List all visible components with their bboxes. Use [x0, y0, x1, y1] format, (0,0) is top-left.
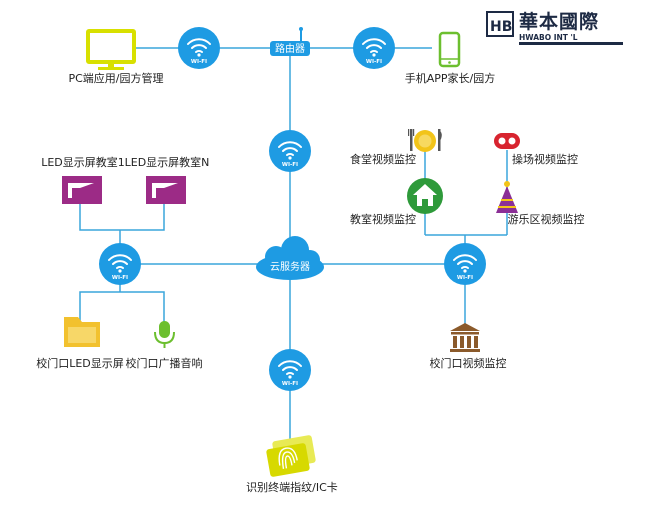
- wifi-icon: [187, 38, 211, 53]
- classroom-node[interactable]: 教室视频监控: [350, 178, 443, 226]
- id-terminal-node[interactable]: 识别终端指纹/IC卡: [246, 435, 338, 494]
- router-antenna-tip: [299, 27, 303, 31]
- wifi-badge-text: WI-FI: [457, 275, 473, 281]
- pc-label: PC端应用/园方管理: [68, 71, 163, 85]
- gate-audio-node[interactable]: 校门口广播音响: [126, 321, 203, 370]
- wifi-badge-text: WI-FI: [282, 381, 298, 387]
- wifi-badge-text: WI-FI: [112, 275, 128, 281]
- logo-mark-text: HB: [490, 19, 512, 35]
- led-panel-icon: [62, 176, 102, 204]
- cloud-server-node[interactable]: 云服务器: [256, 236, 324, 280]
- led-room-n-node[interactable]: LED显示屏教室N: [125, 155, 210, 204]
- logo-mark-icon: [486, 11, 514, 37]
- phone-icon: [438, 31, 461, 68]
- wifi-badge-text: WI-FI: [282, 162, 298, 168]
- router-label: 路由器: [275, 42, 305, 55]
- wifi-icon: [362, 38, 386, 53]
- wifi-icon: [278, 360, 302, 375]
- cloud-label: 云服务器: [270, 260, 310, 273]
- canteen-label: 食堂视频监控: [350, 152, 416, 166]
- canteen-node[interactable]: 食堂视频监控: [350, 129, 442, 166]
- party-hat-icon: [496, 181, 518, 213]
- logo-underline: [519, 42, 623, 45]
- play-area-label: 游乐区视频监控: [508, 212, 585, 226]
- wifi-badge-right: WI-FI: [444, 243, 486, 285]
- led-room-n-label: LED显示屏教室N: [125, 155, 210, 169]
- fingerprint-card-icon: [266, 435, 316, 477]
- line-gate-bracket: [79, 291, 165, 322]
- wifi-badge-text: WI-FI: [366, 59, 382, 65]
- router-icon: [270, 41, 310, 56]
- led-room-1-label: LED显示屏教室1: [41, 155, 125, 169]
- monitor-icon: [86, 29, 136, 70]
- wifi-icon: [453, 254, 477, 269]
- house-icon: [407, 178, 443, 214]
- gate-video-label: 校门口视频监控: [430, 356, 507, 370]
- classroom-label: 教室视频监控: [350, 212, 416, 226]
- gate-audio-label: 校门口广播音响: [126, 356, 203, 370]
- plate-cutlery-icon: [408, 129, 442, 152]
- led-panel-icon: [146, 176, 186, 204]
- wifi-badge-top-left: WI-FI: [178, 27, 220, 69]
- led-room-1-node[interactable]: LED显示屏教室1: [41, 155, 125, 204]
- cloud-icon: [256, 236, 324, 280]
- gate-led-node[interactable]: 校门口LED显示屏: [36, 317, 124, 370]
- playground-label: 操场视频监控: [512, 152, 578, 166]
- line-led-bracket: [79, 204, 165, 231]
- brand-name-cn: 華本國際: [519, 10, 599, 33]
- gate-led-label: 校门口LED显示屏: [36, 356, 124, 370]
- wifi-badge-bottom: WI-FI: [269, 349, 311, 391]
- mobile-label: 手机APP家长/园方: [405, 71, 496, 85]
- id-terminal-label: 识别终端指纹/IC卡: [246, 480, 338, 494]
- bank-building-icon: [450, 323, 480, 352]
- brand-logo: HB 華本國際 HWABO INT 'L: [486, 10, 623, 45]
- wifi-badge-center-top: WI-FI: [269, 130, 311, 172]
- wifi-badge-left: WI-FI: [99, 243, 141, 285]
- brand-name-en: HWABO INT 'L: [519, 33, 578, 42]
- play-area-node[interactable]: 游乐区视频监控: [496, 181, 585, 226]
- folder-icon: [64, 317, 100, 347]
- router-node[interactable]: 路由器: [270, 27, 310, 56]
- pc-node[interactable]: PC端应用/园方管理: [68, 29, 164, 85]
- wifi-icon: [278, 141, 302, 156]
- playground-node[interactable]: 操场视频监控: [494, 133, 578, 166]
- camera-icon: [494, 133, 520, 149]
- gate-video-node[interactable]: 校门口视频监控: [430, 323, 507, 370]
- wifi-icon: [108, 254, 132, 269]
- mobile-node[interactable]: 手机APP家长/园方: [405, 31, 496, 85]
- wifi-badge-top-right: WI-FI: [353, 27, 395, 69]
- wifi-badge-text: WI-FI: [191, 59, 207, 65]
- microphone-icon: [154, 321, 175, 348]
